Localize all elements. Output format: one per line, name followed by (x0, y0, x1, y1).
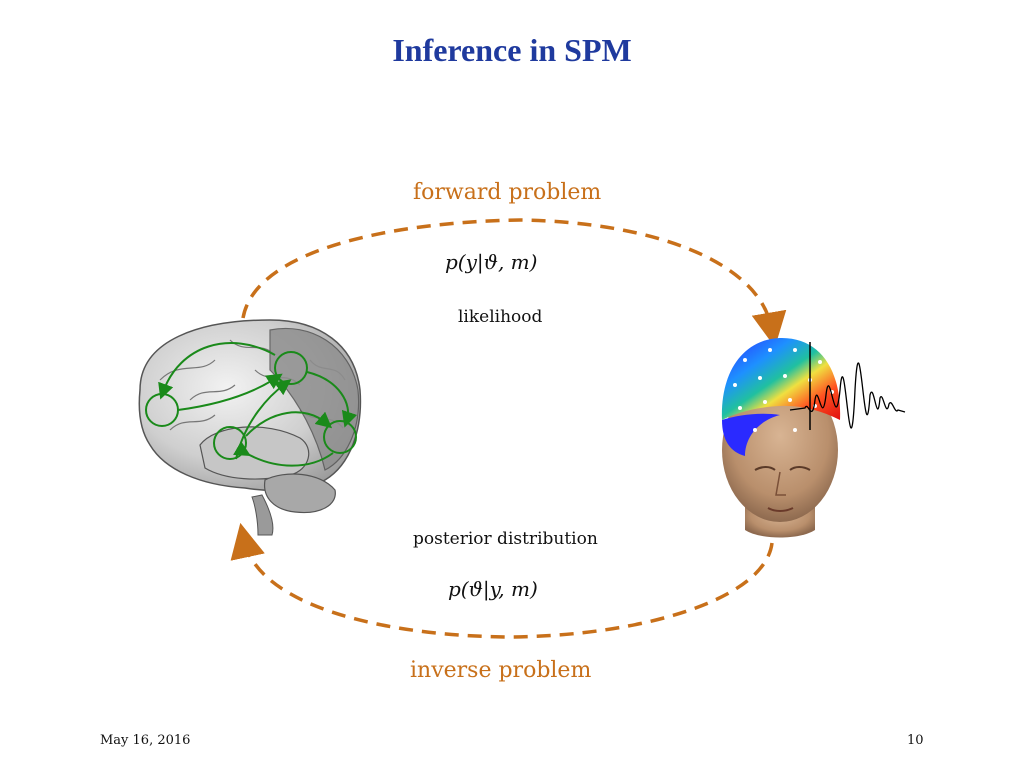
page-number: 10 (907, 733, 924, 748)
eeg-waveform (789, 362, 906, 429)
head-eeg-topography (721, 338, 841, 538)
inverse-problem-label: inverse problem (410, 658, 592, 683)
footer-date: May 16, 2016 (100, 733, 191, 748)
brain-illustration (138, 319, 362, 536)
likelihood-formula: p(y|ϑ, m) (445, 250, 538, 274)
posterior-formula: p(ϑ|y, m) (448, 577, 538, 601)
posterior-caption: posterior distribution (413, 529, 598, 549)
page-title: Inference in SPM (392, 32, 632, 68)
forward-arrow (241, 218, 787, 348)
likelihood-caption: likelihood (458, 307, 543, 327)
forward-problem-label: forward problem (413, 180, 602, 205)
